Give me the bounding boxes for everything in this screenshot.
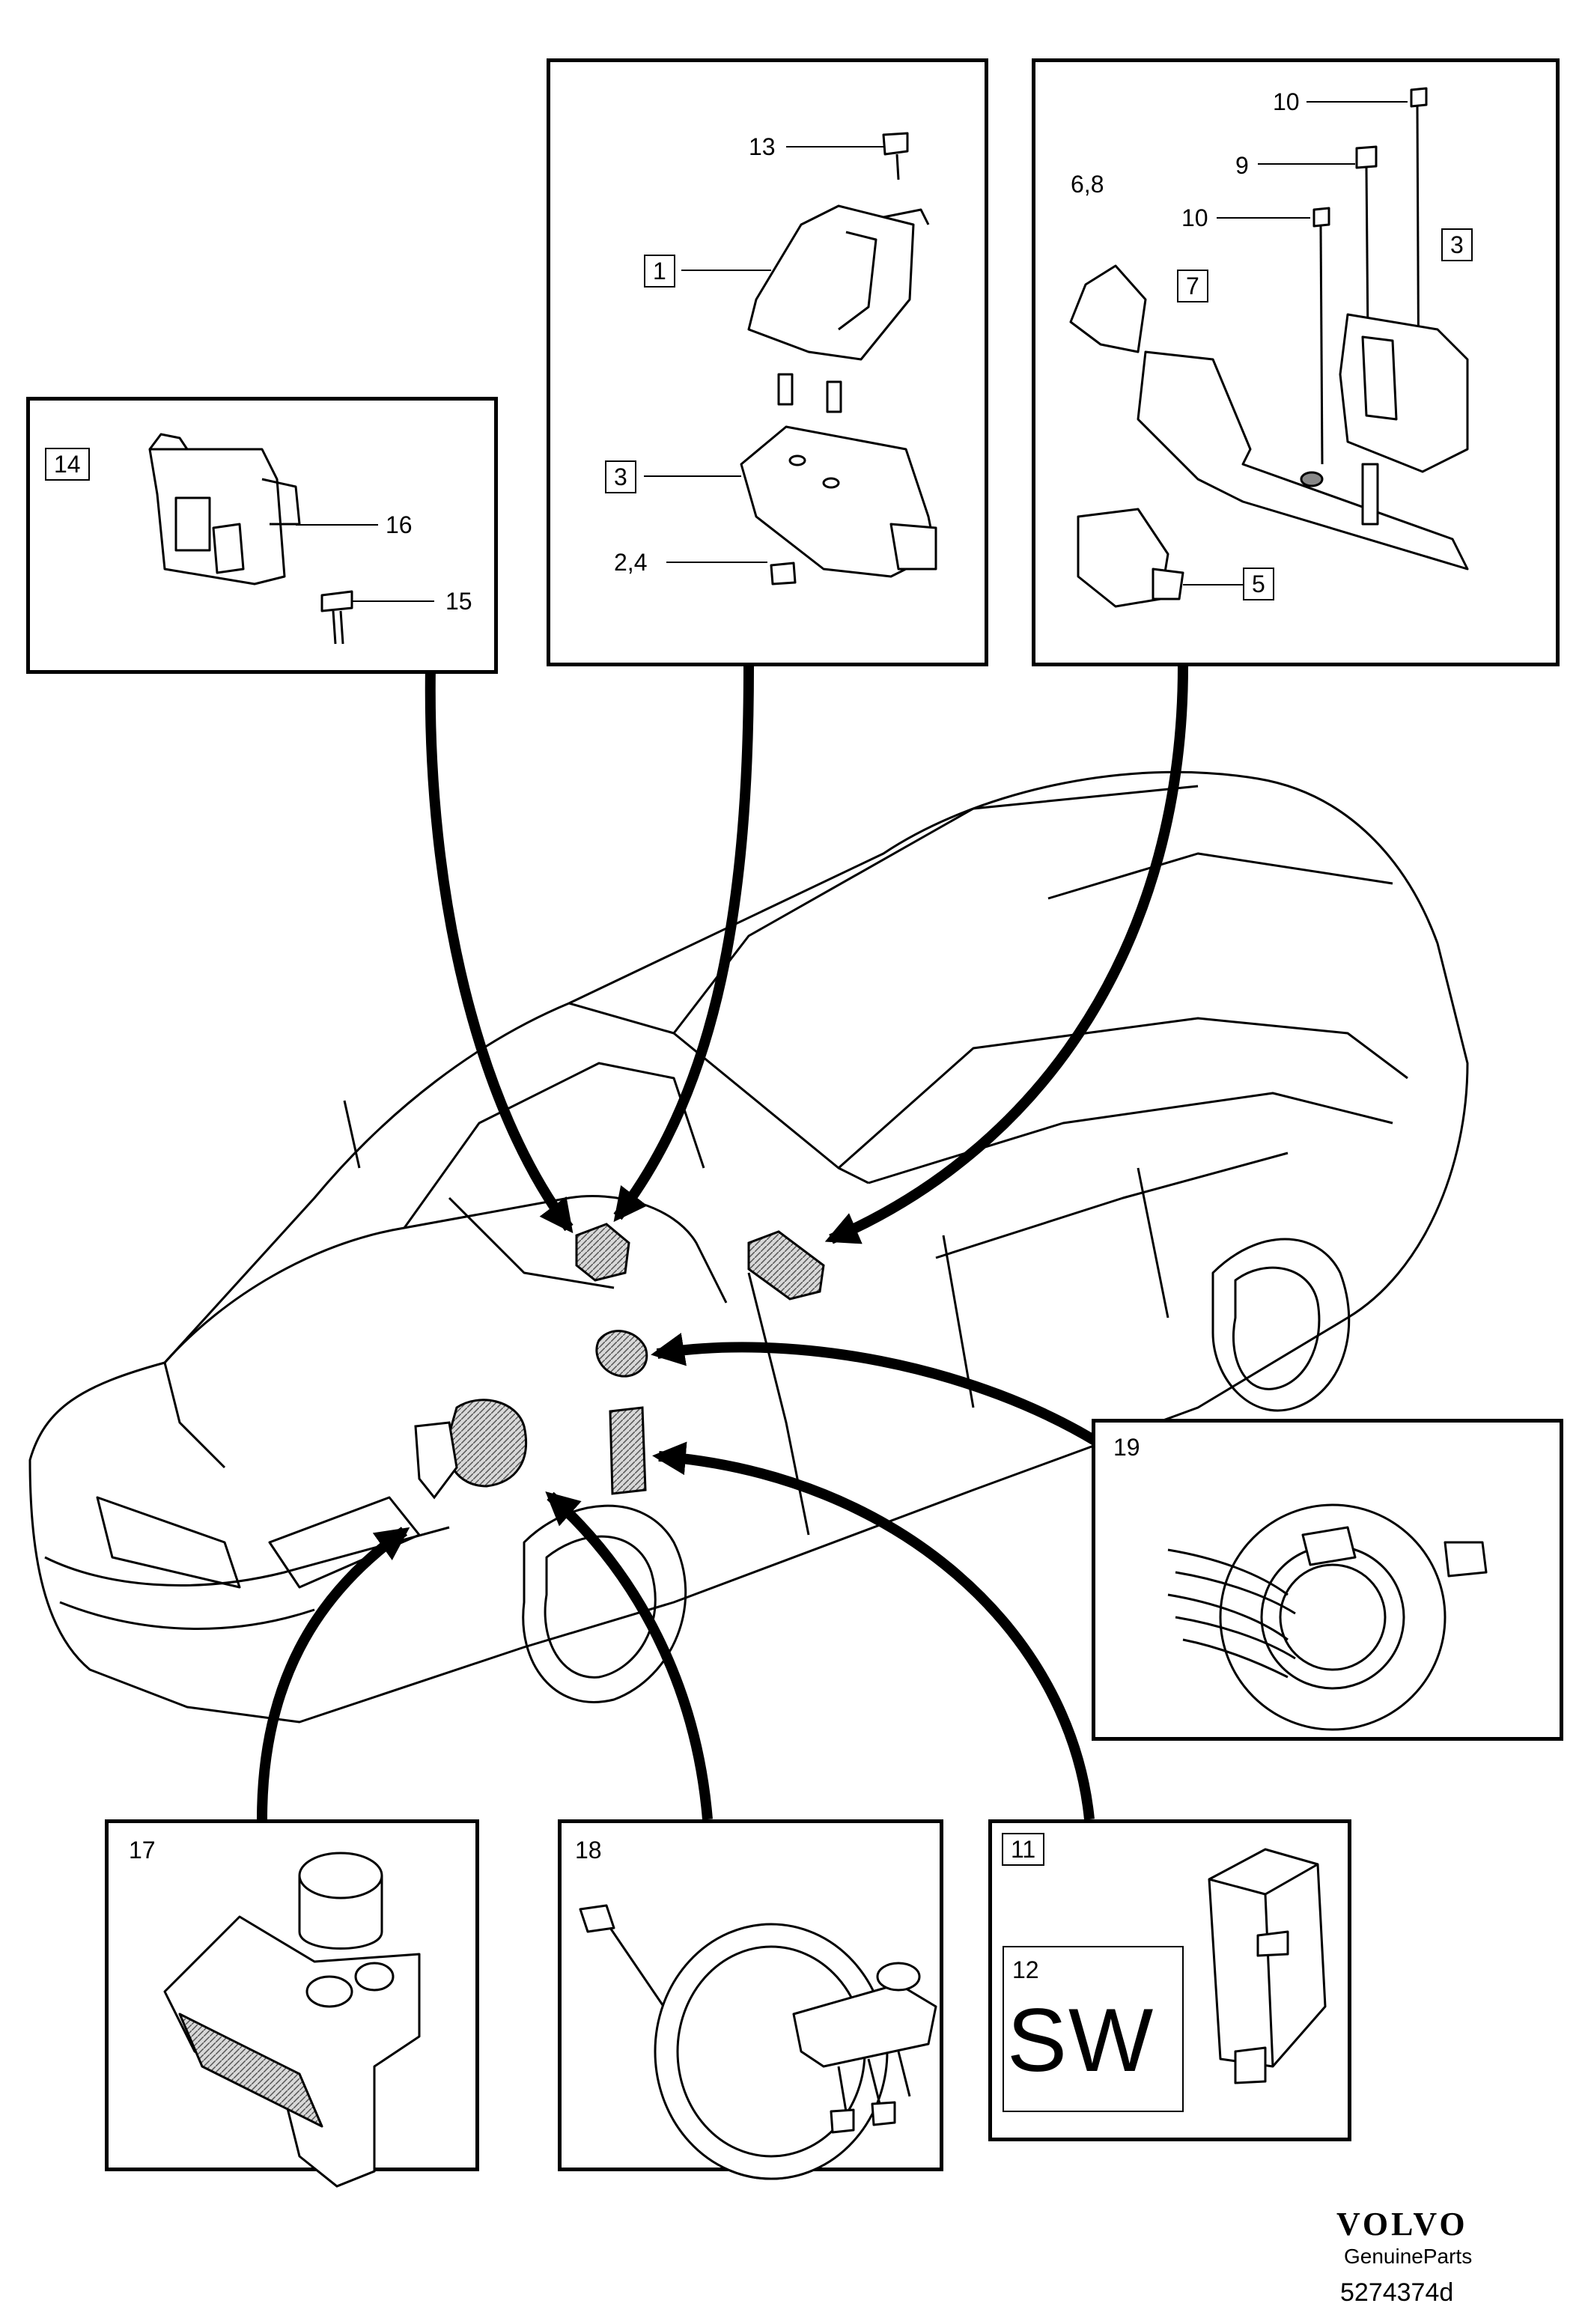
brand-tagline: GenuineParts xyxy=(1344,2245,1473,2268)
leader-line xyxy=(666,562,767,563)
component-markers xyxy=(414,1223,825,1500)
part-label-10-top: 10 xyxy=(1273,88,1300,115)
leader-line xyxy=(1306,101,1408,103)
leader-line xyxy=(352,600,434,602)
part-label-19: 19 xyxy=(1113,1434,1140,1461)
leader-line xyxy=(1183,584,1243,585)
leader-line xyxy=(1217,217,1310,219)
part-label-7: 7 xyxy=(1177,270,1208,302)
leader-line xyxy=(296,524,378,526)
panel-18 xyxy=(558,1819,943,2171)
part-label-3-right: 3 xyxy=(1441,228,1473,261)
part-label-16: 16 xyxy=(386,511,413,538)
part-label-2-4: 2,4 xyxy=(614,549,648,576)
part-label-1: 1 xyxy=(644,255,675,288)
part-label-18: 18 xyxy=(575,1837,602,1864)
callout-arrows xyxy=(257,666,1188,1820)
part-label-3: 3 xyxy=(605,460,636,493)
car-outline xyxy=(28,770,1469,1724)
brand-logo: VOLVO xyxy=(1336,2206,1468,2242)
leader-line xyxy=(786,146,883,147)
part-label-11: 11 xyxy=(1002,1833,1045,1866)
panel-11 xyxy=(988,1819,1351,2141)
panel-17 xyxy=(105,1819,479,2171)
leader-line xyxy=(1258,163,1355,165)
part-label-10: 10 xyxy=(1181,204,1208,231)
part-label-5: 5 xyxy=(1243,568,1274,600)
document-number: 5274374d xyxy=(1340,2278,1454,2307)
sw-text: SW xyxy=(1007,1990,1155,2090)
panel-14 xyxy=(26,397,498,674)
leader-line xyxy=(681,270,771,271)
part-label-14: 14 xyxy=(45,448,90,481)
part-label-15: 15 xyxy=(445,588,472,615)
leader-line xyxy=(644,475,741,477)
part-label-9: 9 xyxy=(1235,152,1249,179)
part-label-12: 12 xyxy=(1012,1956,1039,1983)
panel-19 xyxy=(1092,1419,1563,1741)
part-label-17: 17 xyxy=(129,1837,156,1864)
part-label-6-8: 6,8 xyxy=(1071,171,1104,198)
part-label-13: 13 xyxy=(749,133,776,160)
panel-3 xyxy=(1032,58,1560,666)
